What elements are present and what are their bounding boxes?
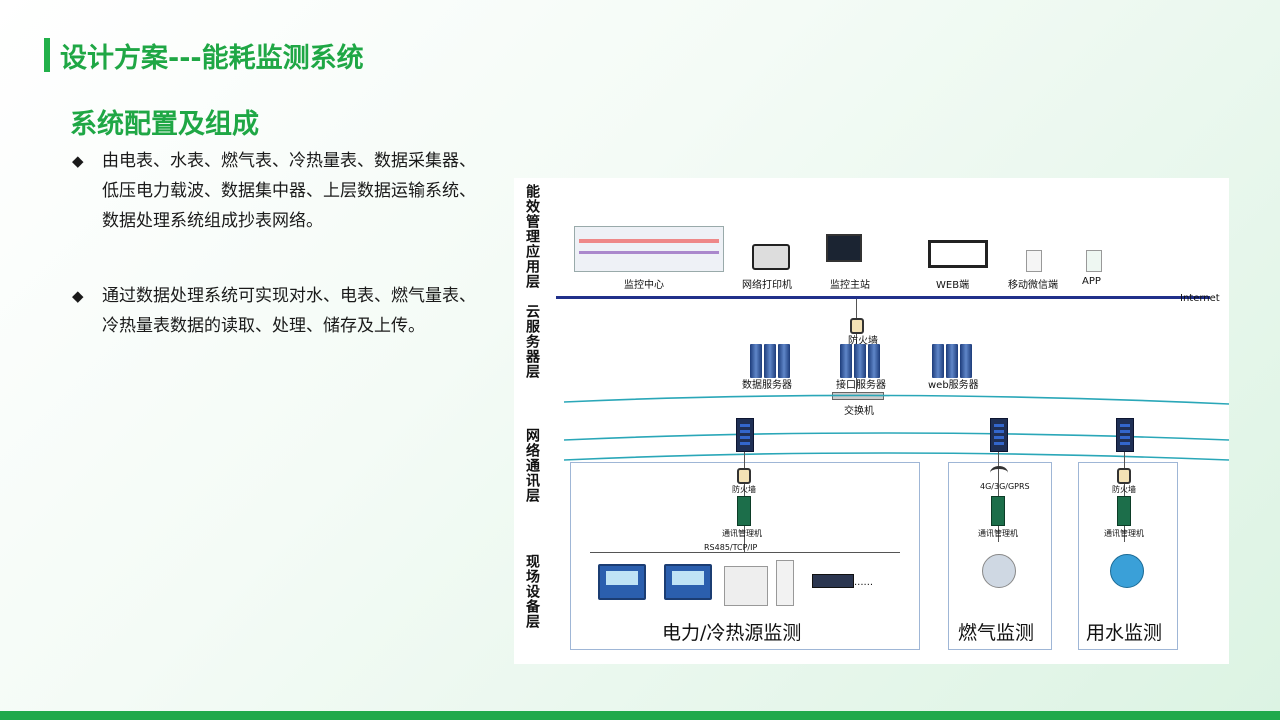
zone-title-water: 用水监测 xyxy=(1086,622,1163,644)
converter-icon xyxy=(1117,496,1131,526)
device-ellipsis: ······ xyxy=(854,580,874,591)
converter-label: 通讯管理机 xyxy=(978,529,1018,538)
converter-icon xyxy=(991,496,1005,526)
layer-label-cloud: 云服务器层 xyxy=(524,304,540,379)
bullet-text: 由电表、水表、燃气表、冷热量表、数据采集器、低压电力载波、数据集中器、上层数据运… xyxy=(102,151,476,231)
cabinet-icon xyxy=(776,560,794,606)
converter-label: 通讯管理机 xyxy=(1104,529,1144,538)
web-monitor-icon xyxy=(928,240,988,268)
server-icon xyxy=(764,344,776,378)
layer-label-field: 现场设备层 xyxy=(524,554,540,629)
server-icon xyxy=(932,344,944,378)
workstation-icon xyxy=(826,234,862,262)
server-icon xyxy=(750,344,762,378)
bus-label: RS485/TCP/IP xyxy=(704,543,758,552)
bullet-item: ◆ 通过数据处理系统可实现对水、电表、燃气量表、冷热量表数据的读取、处理、储存及… xyxy=(72,281,492,341)
section-subtitle: 系统配置及组成 xyxy=(70,109,259,140)
system-architecture-diagram: 能效管理应用层 云服务器层 网络通讯层 现场设备层 监控中心 网络打印机 监控主… xyxy=(514,178,1229,664)
monitor-center-screen-icon xyxy=(574,226,724,272)
printer-icon xyxy=(752,244,790,270)
power-meter-icon xyxy=(664,564,712,600)
network-switch-icon xyxy=(736,418,754,452)
server-icon xyxy=(868,344,880,378)
switch-label: 交换机 xyxy=(844,406,874,417)
firewall-icon xyxy=(850,318,864,334)
server-icon xyxy=(778,344,790,378)
app-label-mobile-wechat: 移动微信端 xyxy=(1008,280,1058,291)
server-icon xyxy=(960,344,972,378)
network-switch-icon xyxy=(990,418,1008,452)
converter-label: 通讯管理机 xyxy=(722,529,762,538)
server-label-data: 数据服务器 xyxy=(742,380,792,391)
power-meter-icon xyxy=(598,564,646,600)
collector-box-icon xyxy=(724,566,768,606)
bullet-text: 通过数据处理系统可实现对水、电表、燃气量表、冷热量表数据的读取、处理、储存及上传… xyxy=(102,286,476,336)
bottom-accent-bar xyxy=(0,711,1280,720)
field-firewall-label: 防火墙 xyxy=(1112,485,1136,494)
server-label-interface: 接口服务器 xyxy=(836,380,886,391)
bullet-item: ◆ 由电表、水表、燃气表、冷热量表、数据采集器、低压电力载波、数据集中器、上层数… xyxy=(72,146,492,236)
wireless-signal-icon xyxy=(990,466,1008,480)
water-meter-icon xyxy=(1110,554,1144,588)
zone-power-heat xyxy=(570,462,920,650)
wireless-label: 4G/3G/GPRS xyxy=(980,482,1030,491)
server-icon xyxy=(840,344,852,378)
title-accent-bar xyxy=(44,38,50,72)
app-label-web: WEB端 xyxy=(936,280,970,291)
diamond-bullet-icon: ◆ xyxy=(72,152,84,170)
converter-icon xyxy=(737,496,751,526)
firewall-label: 防火墙 xyxy=(848,336,878,347)
zone-title-power: 电力/冷热源监测 xyxy=(662,622,802,644)
app-phone-icon xyxy=(1086,250,1102,272)
internet-label: Internet xyxy=(1180,293,1220,304)
gas-meter-icon xyxy=(982,554,1016,588)
concentrator-icon xyxy=(812,574,854,588)
server-label-web: web服务器 xyxy=(928,380,979,391)
layer-label-net: 网络通讯层 xyxy=(524,428,540,503)
field-firewall-label: 防火墙 xyxy=(732,485,756,494)
app-label-monitor-center: 监控中心 xyxy=(624,280,664,291)
diamond-bullet-icon: ◆ xyxy=(72,287,84,305)
app-label-app: APP xyxy=(1082,276,1101,287)
slide-title: 设计方案---能耗监测系统 xyxy=(60,43,364,74)
layer-label-app: 能效管理应用层 xyxy=(524,184,540,289)
mobile-wechat-icon xyxy=(1026,250,1042,272)
firewall-icon xyxy=(1117,468,1131,484)
app-label-printer: 网络打印机 xyxy=(742,280,792,291)
server-icon xyxy=(946,344,958,378)
firewall-icon xyxy=(737,468,751,484)
bus-wire xyxy=(590,552,900,553)
server-icon xyxy=(854,344,866,378)
internet-line xyxy=(556,296,1210,299)
app-label-main-station: 监控主站 xyxy=(830,280,870,291)
network-switch-icon xyxy=(1116,418,1134,452)
zone-title-gas: 燃气监测 xyxy=(958,622,1035,644)
